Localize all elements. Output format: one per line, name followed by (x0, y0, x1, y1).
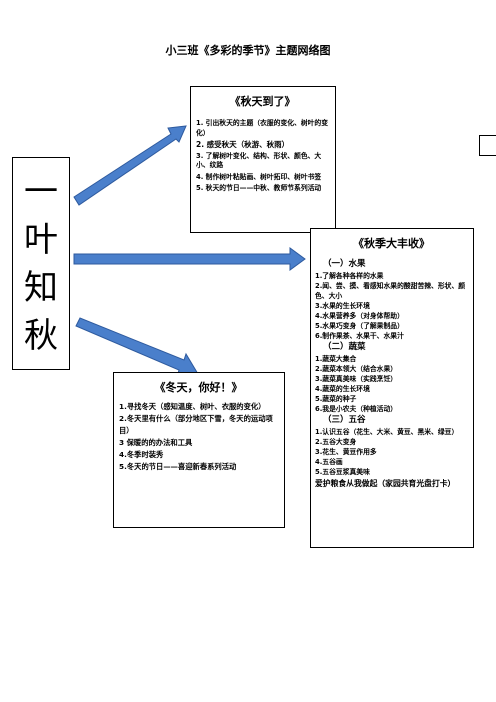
topic-char: 秋 (24, 316, 58, 356)
harvest-item: 4.蔬菜的生长环境 (315, 385, 370, 393)
topic-box: 一 叶 知 秋 (12, 157, 70, 370)
harvest-item: 4.五谷画 (315, 458, 343, 466)
page-edge-tab (479, 135, 496, 156)
harvest-item: 2.蔬菜本领大（结合水果） (315, 365, 398, 373)
harvest-item: 2.闻、尝、摸、看感知水果的酸甜苦辣、形状、颜色、大小 (315, 282, 466, 300)
harvest-item: 1.认识五谷（花生、大米、黄豆、黑米、绿豆） (315, 428, 459, 436)
winter-heading: 《冬天，你好！》 (154, 381, 243, 394)
arrow-to-winter (75, 317, 199, 378)
arrow-to-harvest (73, 247, 306, 271)
harvest-item: 2.五谷大变身 (315, 438, 357, 446)
harvest-item: 6.制作果茶、水果干、水果汁 (315, 332, 404, 340)
autumn-item: 5. 秋天的节日——中秋、教师节系列活动 (196, 184, 322, 192)
autumn-item: 3. 了解树叶变化、结构、形状、颜色、大小、纹路 (196, 151, 322, 170)
topic-stack: 一 叶 知 秋 (13, 158, 69, 360)
harvest-item: 6.我是小农夫（种植活动） (315, 405, 398, 413)
autumn-item: 2. 感受秋天（秋游、秋雨） (196, 140, 290, 149)
winter-item: 1.寻找冬天（感知温度、树叶、衣服的变化） (119, 402, 266, 411)
harvest-closing: 爱护粮食从我做起（家园共育光盘打卡） (315, 479, 456, 488)
page-title: 小三班《多彩的季节》主题网络图 (165, 44, 331, 57)
topic-char: 知 (24, 268, 58, 308)
harvest-item: 3.蔬菜真美味（实践烹饪） (315, 375, 398, 383)
winter-item: 3 保暖的的办法和工具 (119, 438, 193, 447)
winter-box: 《冬天，你好！》 1.寻找冬天（感知温度、树叶、衣服的变化） 2.冬天里有什么（… (113, 372, 285, 528)
harvest-section-title: （二）蔬菜 (323, 342, 366, 352)
harvest-section-title: （三）五谷 (323, 415, 366, 425)
topic-char: 叶 (24, 220, 58, 260)
harvest-heading: 《秋季大丰收》 (353, 237, 430, 250)
harvest-item: 3.水果的生长环境 (315, 302, 370, 310)
harvest-item: 1.蔬菜大集合 (315, 355, 357, 363)
winter-item: 4.冬季时装秀 (119, 450, 164, 459)
harvest-box: 《秋季大丰收》 （一）水果 1.了解各种各样的水果 2.闻、尝、摸、看感知水果的… (310, 228, 474, 548)
topic-char: 一 (24, 172, 58, 212)
autumn-box: 《秋天到了》 1. 引出秋天的主题（衣服的变化、树叶的变化） 2. 感受秋天（秋… (190, 86, 336, 233)
harvest-item: 3.花生、黄豆作用多 (315, 448, 377, 456)
autumn-item: 4. 制作树叶粘贴画、树叶拓印、树叶书签 (196, 172, 322, 181)
harvest-item: 5.水果巧变身（了解果制品） (315, 322, 404, 330)
arrow-to-autumn (73, 125, 187, 206)
harvest-item: 5.五谷豆浆真美味 (315, 468, 370, 476)
harvest-item: 1.了解各种各样的水果 (315, 272, 384, 280)
winter-item: 2.冬天里有什么（部分地区下雪，冬天的运动项目） (119, 414, 273, 435)
harvest-section-title: （一）水果 (323, 259, 366, 269)
harvest-item: 4.水果营养多（对身体帮助） (315, 312, 404, 320)
autumn-heading: 《秋天到了》 (229, 95, 296, 108)
harvest-item: 5.蔬菜的种子 (315, 395, 357, 403)
winter-item: 5.冬天的节日——喜迎新春系列活动 (119, 462, 237, 471)
autumn-item: 1. 引出秋天的主题（衣服的变化、树叶的变化） (196, 119, 329, 137)
